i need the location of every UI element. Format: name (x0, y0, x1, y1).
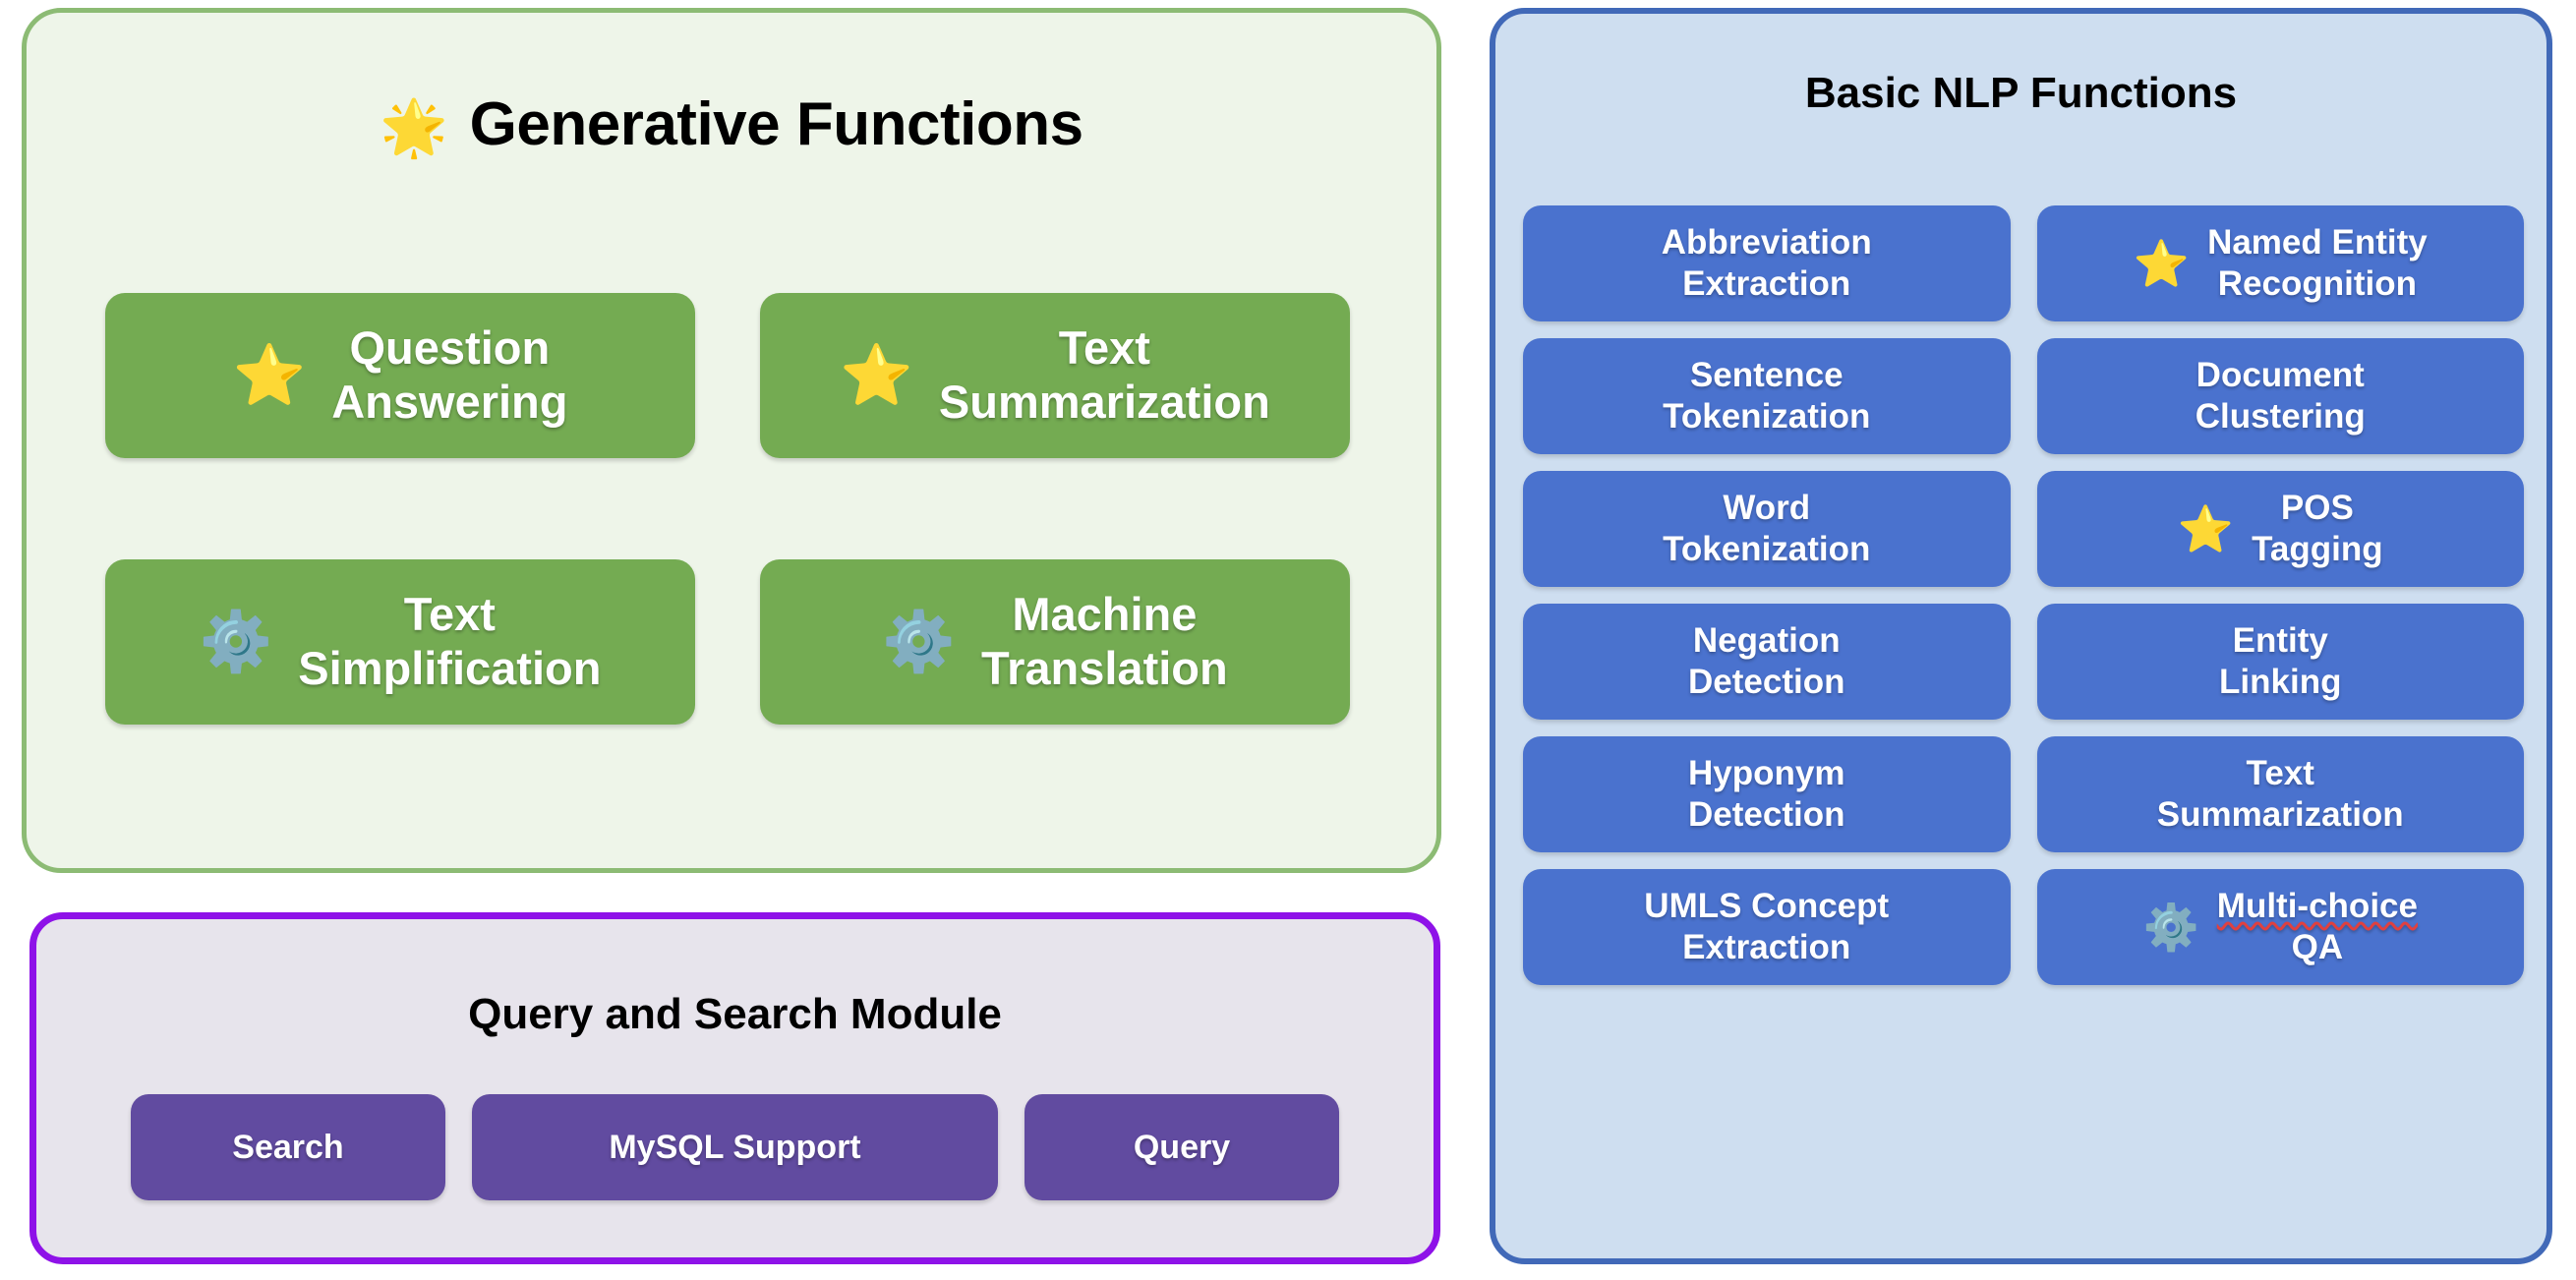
query-button-query[interactable]: Query (1025, 1094, 1339, 1200)
generative-functions-title: 🌟 Generative Functions (27, 89, 1436, 160)
star-icon: ⭐ (232, 342, 307, 408)
nlp-button-label: Word Tokenization (1663, 489, 1871, 568)
generative-button-text-simplification[interactable]: ⚙️ Text Simplification (105, 559, 695, 725)
nlp-button-hyponym-detection[interactable]: Hyponym Detection (1523, 736, 2011, 852)
query-and-search-module-title: Query and Search Module (468, 990, 1002, 1038)
nlp-button-label: Entity Linking (2219, 621, 2342, 701)
nlp-button-label: UMLS Concept Extraction (1644, 887, 1890, 966)
nlp-button-label: Negation Detection (1688, 621, 1845, 701)
basic-nlp-functions-button-grid: Abbreviation Extraction ⭐ Named Entity R… (1523, 205, 2524, 985)
generative-button-question-answering[interactable]: ⭐ Question Answering (105, 293, 695, 458)
query-and-search-module-panel: Query and Search Module Search MySQL Sup… (29, 912, 1440, 1264)
generative-button-label: Question Answering (331, 321, 568, 428)
nlp-button-word-tokenization[interactable]: Word Tokenization (1523, 471, 2011, 587)
nlp-button-umls-concept-extraction[interactable]: UMLS Concept Extraction (1523, 869, 2011, 985)
nlp-button-label: POS Tagging (2252, 489, 2383, 568)
nlp-button-entity-linking[interactable]: Entity Linking (2036, 604, 2524, 720)
nlp-button-named-entity-recognition[interactable]: ⭐ Named Entity Recognition (2036, 205, 2524, 321)
basic-nlp-functions-title: Basic NLP Functions (1804, 69, 2238, 117)
generative-button-label: Text Simplification (298, 588, 602, 694)
nlp-button-label: Named Entity Recognition (2207, 223, 2428, 303)
nlp-button-label: Text Summarization (2156, 754, 2404, 834)
nlp-button-label: Sentence Tokenization (1663, 356, 1871, 436)
star-icon: ⭐ (2133, 238, 2191, 289)
query-button-mysql-support[interactable]: MySQL Support (472, 1094, 998, 1200)
nlp-button-label: Abbreviation Extraction (1661, 223, 1872, 303)
query-and-search-button-row: Search MySQL Support Query (36, 1094, 1434, 1200)
gear-icon: ⚙️ (199, 609, 273, 674)
generative-functions-title-text: Generative Functions (469, 90, 1083, 158)
generative-functions-button-grid: ⭐ Question Answering ⭐ Text Summarizatio… (105, 293, 1374, 725)
generative-button-label: Machine Translation (980, 588, 1228, 694)
gear-icon: ⚙️ (2142, 902, 2199, 953)
query-button-search[interactable]: Search (131, 1094, 445, 1200)
star-icon: ⭐ (2177, 503, 2235, 554)
generative-functions-panel: 🌟 Generative Functions ⭐ Question Answeri… (22, 8, 1441, 873)
nlp-button-pos-tagging[interactable]: ⭐ POS Tagging (2036, 471, 2524, 587)
generative-button-machine-translation[interactable]: ⚙️ Machine Translation (760, 559, 1350, 725)
gear-icon: ⚙️ (882, 609, 956, 674)
basic-nlp-functions-panel: Basic NLP Functions Abbreviation Extract… (1490, 8, 2552, 1264)
star-icon: ⭐ (840, 342, 913, 408)
glowing-star-icon: 🌟 (380, 96, 448, 158)
nlp-button-negation-detection[interactable]: Negation Detection (1523, 604, 2011, 720)
nlp-button-sentence-tokenization[interactable]: Sentence Tokenization (1523, 338, 2011, 454)
nlp-button-label: Document Clustering (2195, 356, 2366, 436)
nlp-button-abbreviation-extraction[interactable]: Abbreviation Extraction (1523, 205, 2011, 321)
nlp-button-label: Hyponym Detection (1688, 754, 1845, 834)
generative-button-text-summarization[interactable]: ⭐ Text Summarization (760, 293, 1350, 458)
nlp-button-document-clustering[interactable]: Document Clustering (2036, 338, 2524, 454)
generative-button-label: Text Summarization (938, 321, 1270, 428)
nlp-button-text-summarization[interactable]: Text Summarization (2036, 736, 2524, 852)
